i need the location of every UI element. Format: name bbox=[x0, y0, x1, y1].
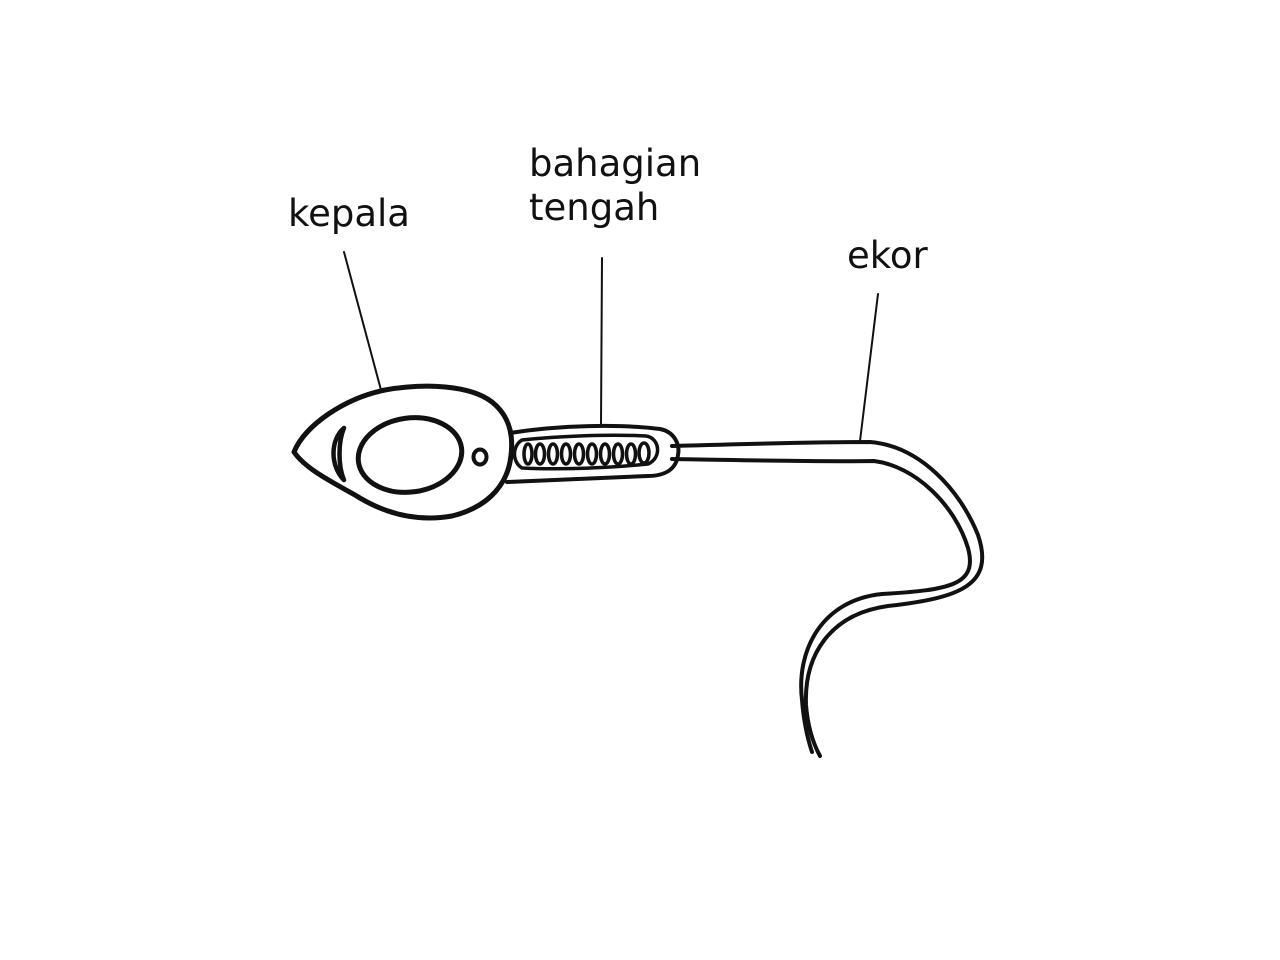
acrosome-crescent bbox=[331, 425, 347, 483]
midpiece-label-line1: bahagian bbox=[529, 142, 702, 185]
centriole bbox=[471, 447, 489, 467]
tail-label: ekor bbox=[847, 234, 928, 277]
head-shape bbox=[291, 383, 515, 521]
head-label: kepala bbox=[288, 192, 410, 235]
midpiece-leader-line bbox=[600, 257, 603, 425]
midpiece-shape bbox=[505, 423, 681, 484]
tail-leader-line bbox=[859, 293, 879, 442]
midpiece-label-line2: tengah bbox=[529, 186, 660, 229]
midpiece-label: bahagian tengah bbox=[529, 142, 701, 230]
tail-shape bbox=[670, 440, 985, 758]
nucleus bbox=[355, 415, 465, 495]
head-leader-line bbox=[343, 251, 382, 391]
mitochondria-coils bbox=[522, 441, 651, 466]
